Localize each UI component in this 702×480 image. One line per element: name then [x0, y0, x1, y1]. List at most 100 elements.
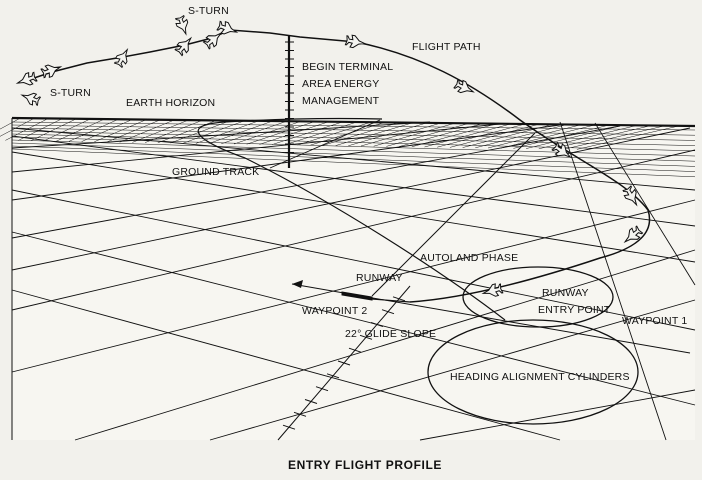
label-runway-entry-line1: RUNWAY [542, 287, 589, 299]
earth-horizon-line [11, 116, 696, 128]
orbiter-icon [20, 92, 42, 106]
label-s-turn-left: S-TURN [50, 87, 91, 99]
grid-fine-line [11, 142, 696, 167]
orbiter-icon [623, 225, 644, 244]
runway-direction-arrow [292, 280, 303, 288]
autoland-phase-line [371, 132, 536, 297]
orbiter-shape [15, 71, 38, 86]
ground-plane [0, 116, 696, 441]
label-flight-path: FLIGHT PATH [412, 41, 481, 53]
orbiter-icon [344, 34, 367, 49]
orbiter-shape [113, 47, 129, 69]
glide-slope-tick [359, 334, 373, 340]
label-heading-alignment: HEADING ALIGNMENT CYLINDERS [450, 371, 630, 383]
grid-line-cross [11, 231, 696, 406]
label-runway: RUNWAY [356, 272, 403, 284]
orbiter-shape [622, 185, 638, 207]
grid-fine-line [500, 124, 595, 149]
orbiter-icon [202, 31, 223, 50]
grid-line-cross [594, 122, 696, 286]
orbiter-shape [175, 14, 189, 36]
orbiter-icon [216, 20, 239, 35]
grid-line-receding [419, 389, 696, 441]
grid-fine-line [576, 125, 679, 150]
orbiter-icon [481, 283, 504, 297]
label-earth-horizon: EARTH HORIZON [126, 97, 215, 109]
glide-slope-tick [381, 309, 395, 315]
label-runway-entry-line2: ENTRY POINT [538, 304, 611, 316]
grid-line-cross [11, 189, 696, 331]
grid-line-cross [11, 135, 696, 227]
grid-line-receding [11, 121, 431, 149]
orbiter-icon [551, 141, 572, 159]
orbiter-icon [453, 78, 475, 94]
orbiter-icon [175, 14, 189, 36]
orbiter-icon [40, 64, 63, 79]
grid-line-cross [559, 121, 667, 441]
glide-slope-tick [282, 424, 296, 430]
label-taem-line2: AREA ENERGY [302, 78, 379, 90]
figure-caption: ENTRY FLIGHT PROFILE [288, 458, 442, 472]
label-autoland-phase: AUTOLAND PHASE [420, 252, 518, 264]
grid-line-receding [11, 149, 696, 311]
grid-fine-line [11, 136, 696, 157]
orbiter-shape [344, 34, 367, 49]
grid-fine-line [526, 125, 623, 149]
orbiter-shape [453, 78, 475, 94]
grid-line-receding [11, 199, 696, 373]
annotations: S-TURN S-TURN FLIGHT PATH BEGIN TERMINAL… [50, 5, 687, 472]
glide-slope-tick [315, 386, 329, 392]
glide-slope-tick [392, 296, 406, 302]
label-taem-line1: BEGIN TERMINAL [302, 61, 393, 73]
grid-line-receding [11, 124, 561, 201]
glide-slope-ticks [282, 296, 406, 430]
glide-slope-tick [370, 322, 384, 327]
orbiter-shape [20, 92, 42, 106]
grid-fine-line [11, 139, 696, 162]
grid-fine-line [424, 123, 511, 148]
label-taem-line3: MANAGEMENT [302, 95, 380, 107]
heading-alignment-cylinder-near [427, 319, 639, 425]
orbiter-icon [174, 36, 193, 57]
label-s-turn-top: S-TURN [188, 5, 229, 17]
glide-slope-tick [348, 347, 362, 353]
grid-fine-line [475, 124, 567, 149]
grid-fine-line [11, 148, 696, 178]
orbiter-markers [15, 14, 644, 297]
grid-line-receding [209, 299, 696, 441]
label-waypoint-1: WAYPOINT 1 [622, 315, 687, 327]
grid-fine-line [538, 125, 637, 150]
label-waypoint-2: WAYPOINT 2 [302, 305, 367, 317]
glide-slope-tick [304, 399, 318, 404]
orbiter-shape [202, 31, 223, 50]
orbiter-shape [40, 64, 63, 79]
grid-line-receding [11, 125, 621, 239]
taem-pole-ticks [285, 41, 294, 153]
grid-fine-line [487, 124, 581, 149]
orbiter-shape [216, 20, 239, 35]
glide-slope-tick [337, 360, 351, 366]
flight-path-final-approach [371, 298, 411, 303]
glide-slope-tick [293, 411, 307, 417]
grid-line-cross [11, 289, 561, 441]
orbiter-shape [174, 36, 193, 57]
orbiter-shape [623, 225, 644, 244]
orbiter-icon [15, 71, 38, 86]
runway-centerline-extension [291, 283, 691, 354]
perspective-grid [11, 119, 696, 441]
grid-fine-line [564, 125, 665, 150]
label-glide-slope: 22° GLIDE SLOPE [345, 328, 436, 340]
grid-fine-line [11, 127, 696, 141]
orbiter-icon [113, 47, 129, 69]
taem-altitude-pole [285, 36, 294, 168]
grid-fine-line [11, 133, 696, 152]
grid-fine-line [11, 121, 696, 131]
grid-line-receding [11, 123, 501, 173]
grid-line-cross [11, 151, 696, 263]
grid-fine-line [449, 124, 539, 148]
grid-line-cross [11, 127, 696, 191]
grid-line-receding [74, 249, 696, 441]
grid-line-receding [11, 127, 691, 271]
